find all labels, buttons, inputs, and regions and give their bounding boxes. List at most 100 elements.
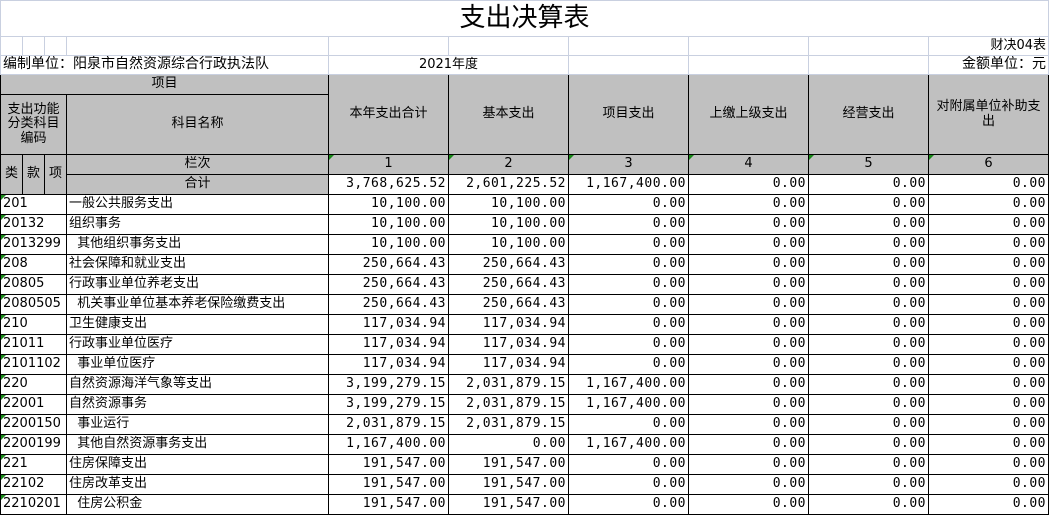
row-value-1[interactable]: 191,547.00 <box>328 474 449 495</box>
row-value-2[interactable]: 250,664.43 <box>448 254 569 275</box>
row-name[interactable]: 自然资源事务 <box>66 394 329 415</box>
row-value-1[interactable]: 2,031,879.15 <box>328 414 449 435</box>
row-value-3[interactable]: 0.00 <box>568 194 689 215</box>
row-value-4[interactable]: 0.00 <box>688 294 809 315</box>
row-value-4[interactable]: 0.00 <box>688 234 809 255</box>
row-value-2[interactable]: 2,031,879.15 <box>448 414 569 435</box>
row-value-3[interactable]: 0.00 <box>568 474 689 495</box>
row-value-2[interactable]: 191,547.00 <box>448 454 569 475</box>
row-value-3[interactable]: 0.00 <box>568 274 689 295</box>
row-value-5[interactable]: 0.00 <box>808 214 929 235</box>
row-name[interactable]: 组织事务 <box>66 214 329 235</box>
row-value-6[interactable]: 0.00 <box>928 194 1049 215</box>
row-value-5[interactable]: 0.00 <box>808 414 929 435</box>
row-value-6[interactable]: 0.00 <box>928 334 1049 355</box>
row-value-1[interactable]: 191,547.00 <box>328 454 449 475</box>
row-value-1[interactable]: 191,547.00 <box>328 494 449 515</box>
total-value-5[interactable]: 0.00 <box>808 174 929 195</box>
row-name[interactable]: 其他组织事务支出 <box>66 234 329 255</box>
row-value-2[interactable]: 10,100.00 <box>448 234 569 255</box>
total-value-2[interactable]: 2,601,225.52 <box>448 174 569 195</box>
row-name[interactable]: 事业运行 <box>66 414 329 435</box>
row-value-6[interactable]: 0.00 <box>928 214 1049 235</box>
row-value-3[interactable]: 0.00 <box>568 314 689 335</box>
row-code[interactable]: 20132 <box>0 214 67 235</box>
row-name[interactable]: 事业单位医疗 <box>66 354 329 375</box>
row-value-5[interactable]: 0.00 <box>808 434 929 455</box>
row-value-2[interactable]: 2,031,879.15 <box>448 394 569 415</box>
row-value-2[interactable]: 117,034.94 <box>448 334 569 355</box>
row-value-1[interactable]: 10,100.00 <box>328 214 449 235</box>
row-code[interactable]: 22001 <box>0 394 67 415</box>
row-name[interactable]: 其他自然资源事务支出 <box>66 434 329 455</box>
row-value-2[interactable]: 250,664.43 <box>448 294 569 315</box>
row-value-2[interactable]: 117,034.94 <box>448 354 569 375</box>
row-value-3[interactable]: 1,167,400.00 <box>568 394 689 415</box>
row-value-6[interactable]: 0.00 <box>928 414 1049 435</box>
total-value-3[interactable]: 1,167,400.00 <box>568 174 689 195</box>
row-code[interactable]: 208 <box>0 254 67 275</box>
row-value-3[interactable]: 0.00 <box>568 414 689 435</box>
row-value-4[interactable]: 0.00 <box>688 394 809 415</box>
row-value-5[interactable]: 0.00 <box>808 354 929 375</box>
row-name[interactable]: 住房改革支出 <box>66 474 329 495</box>
row-value-4[interactable]: 0.00 <box>688 194 809 215</box>
row-value-3[interactable]: 0.00 <box>568 234 689 255</box>
row-value-6[interactable]: 0.00 <box>928 454 1049 475</box>
row-value-3[interactable]: 1,167,400.00 <box>568 374 689 395</box>
row-value-5[interactable]: 0.00 <box>808 334 929 355</box>
row-value-2[interactable]: 10,100.00 <box>448 194 569 215</box>
row-value-2[interactable]: 0.00 <box>448 434 569 455</box>
row-code[interactable]: 21011 <box>0 334 67 355</box>
row-name[interactable]: 机关事业单位基本养老保险缴费支出 <box>66 294 329 315</box>
row-value-5[interactable]: 0.00 <box>808 474 929 495</box>
row-name[interactable]: 卫生健康支出 <box>66 314 329 335</box>
row-value-6[interactable]: 0.00 <box>928 374 1049 395</box>
row-value-1[interactable]: 250,664.43 <box>328 294 449 315</box>
row-value-2[interactable]: 117,034.94 <box>448 314 569 335</box>
row-name[interactable]: 社会保障和就业支出 <box>66 254 329 275</box>
row-value-6[interactable]: 0.00 <box>928 234 1049 255</box>
row-code[interactable]: 2080505 <box>0 294 67 315</box>
row-code[interactable]: 220 <box>0 374 67 395</box>
total-value-1[interactable]: 3,768,625.52 <box>328 174 449 195</box>
row-value-1[interactable]: 117,034.94 <box>328 334 449 355</box>
row-value-4[interactable]: 0.00 <box>688 354 809 375</box>
row-value-6[interactable]: 0.00 <box>928 434 1049 455</box>
row-code[interactable]: 2101102 <box>0 354 67 375</box>
row-value-4[interactable]: 0.00 <box>688 274 809 295</box>
row-value-6[interactable]: 0.00 <box>928 354 1049 375</box>
row-value-3[interactable]: 0.00 <box>568 254 689 275</box>
row-value-4[interactable]: 0.00 <box>688 434 809 455</box>
row-value-5[interactable]: 0.00 <box>808 374 929 395</box>
row-value-5[interactable]: 0.00 <box>808 234 929 255</box>
row-value-5[interactable]: 0.00 <box>808 254 929 275</box>
row-value-4[interactable]: 0.00 <box>688 474 809 495</box>
row-name[interactable]: 住房保障支出 <box>66 454 329 475</box>
row-value-6[interactable]: 0.00 <box>928 474 1049 495</box>
row-code[interactable]: 201 <box>0 194 67 215</box>
row-value-5[interactable]: 0.00 <box>808 314 929 335</box>
row-value-5[interactable]: 0.00 <box>808 394 929 415</box>
row-value-2[interactable]: 250,664.43 <box>448 274 569 295</box>
row-value-1[interactable]: 10,100.00 <box>328 194 449 215</box>
row-value-3[interactable]: 0.00 <box>568 454 689 475</box>
row-value-4[interactable]: 0.00 <box>688 214 809 235</box>
row-name[interactable]: 行政事业单位养老支出 <box>66 274 329 295</box>
row-value-4[interactable]: 0.00 <box>688 314 809 335</box>
row-code[interactable]: 2200150 <box>0 414 67 435</box>
row-value-6[interactable]: 0.00 <box>928 494 1049 515</box>
row-value-6[interactable]: 0.00 <box>928 314 1049 335</box>
row-value-1[interactable]: 117,034.94 <box>328 354 449 375</box>
row-name[interactable]: 住房公积金 <box>66 494 329 515</box>
row-code[interactable]: 22102 <box>0 474 67 495</box>
row-value-6[interactable]: 0.00 <box>928 274 1049 295</box>
row-value-2[interactable]: 10,100.00 <box>448 214 569 235</box>
row-value-2[interactable]: 2,031,879.15 <box>448 374 569 395</box>
row-value-3[interactable]: 0.00 <box>568 294 689 315</box>
row-code[interactable]: 2210201 <box>0 494 67 515</box>
row-value-2[interactable]: 191,547.00 <box>448 474 569 495</box>
row-value-5[interactable]: 0.00 <box>808 274 929 295</box>
row-value-1[interactable]: 10,100.00 <box>328 234 449 255</box>
row-code[interactable]: 2013299 <box>0 234 67 255</box>
